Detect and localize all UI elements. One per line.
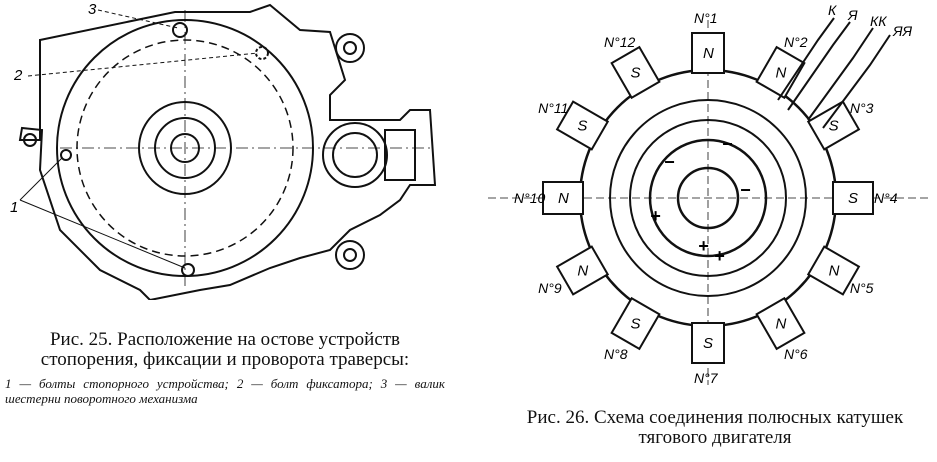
pole-number-label: N°7 bbox=[694, 370, 719, 386]
terminal-yaya: ЯЯ bbox=[892, 23, 913, 39]
coil-polarity-letter: N bbox=[829, 263, 840, 280]
pole-number-label: N°9 bbox=[538, 280, 562, 296]
coil-polarity-letter: N bbox=[776, 316, 787, 333]
top-lug bbox=[335, 33, 365, 63]
pole-number-label: N°1 bbox=[694, 10, 718, 26]
coil-polarity-letter: S bbox=[703, 335, 713, 352]
figure-26-caption: Рис. 26. Схема соединения полюсных катуш… bbox=[526, 407, 904, 448]
label-2: 2 bbox=[13, 67, 23, 84]
figure-26-scheme: N°1N°2N°3N°4N°5N°6N°7N°8N°9N°10N°11N°12 … bbox=[488, 2, 928, 386]
label-3: 3 bbox=[88, 1, 97, 18]
pole-coil bbox=[691, 32, 725, 74]
pole-number-label: N°2 bbox=[784, 34, 808, 50]
coil-polarity-letter: N bbox=[776, 64, 787, 81]
right-boss bbox=[322, 122, 388, 188]
sign-6: + bbox=[698, 236, 709, 256]
pole-coil bbox=[755, 45, 806, 100]
sign-1: − bbox=[664, 152, 675, 172]
pole-number-label: N°11 bbox=[538, 100, 568, 116]
sign-5: − bbox=[722, 134, 733, 154]
pole-number-label: N°6 bbox=[784, 346, 808, 362]
pole-coil bbox=[542, 181, 584, 215]
pole-coil bbox=[555, 245, 610, 296]
pole-coil bbox=[806, 100, 861, 151]
sign-4: + bbox=[714, 246, 725, 266]
pole-coil bbox=[610, 296, 661, 351]
figure-25-title: Рис. 25. Расположение на остове устройст… bbox=[40, 329, 410, 370]
coil-polarity-letter: S bbox=[631, 316, 641, 333]
bottom-lug bbox=[335, 240, 365, 270]
coil-polarity-letter: S bbox=[631, 64, 641, 81]
pole-number-label: N°12 bbox=[604, 34, 635, 50]
fixator-bolt bbox=[255, 46, 269, 60]
figure-25-drawing: 3 2 1 bbox=[10, 1, 437, 300]
coil-polarity-letter: N bbox=[558, 190, 569, 207]
coil-polarity-letter: S bbox=[829, 118, 839, 135]
terminal-ya: Я bbox=[847, 7, 858, 23]
housing-outline bbox=[18, 3, 437, 300]
pole-number-label: N°4 bbox=[874, 190, 898, 206]
terminal-k: К bbox=[828, 2, 837, 18]
coil-polarity-letter: S bbox=[577, 118, 587, 135]
pole-coil bbox=[806, 245, 861, 296]
pole-number-label: N°10 bbox=[514, 190, 545, 206]
figure-25-caption: Рис. 25. Расположение на остове устройст… bbox=[5, 329, 445, 407]
sign-2: − bbox=[740, 180, 751, 200]
pole-coil bbox=[610, 45, 661, 100]
sign-3: + bbox=[650, 206, 661, 226]
figure-25-legend: 1 — болты стопорного устройства; 2 — бол… bbox=[5, 376, 445, 406]
coil-polarity-letter: S bbox=[848, 190, 858, 207]
terminal-kk: КК bbox=[870, 13, 887, 29]
pole-coil bbox=[691, 322, 725, 364]
bolt-left bbox=[60, 149, 72, 161]
bolt-bottom bbox=[181, 263, 195, 277]
bolt-top bbox=[172, 22, 188, 38]
pole-number-label: N°3 bbox=[850, 100, 874, 116]
coil-polarity-letter: N bbox=[577, 263, 588, 280]
pole-coil bbox=[832, 181, 874, 215]
pole-number-label: N°8 bbox=[604, 346, 628, 362]
pole-coil bbox=[555, 100, 610, 151]
pole-number-label: N°5 bbox=[850, 280, 874, 296]
coil-polarity-letter: N bbox=[703, 45, 714, 62]
label-1: 1 bbox=[10, 199, 18, 216]
pole-coil bbox=[755, 296, 806, 351]
